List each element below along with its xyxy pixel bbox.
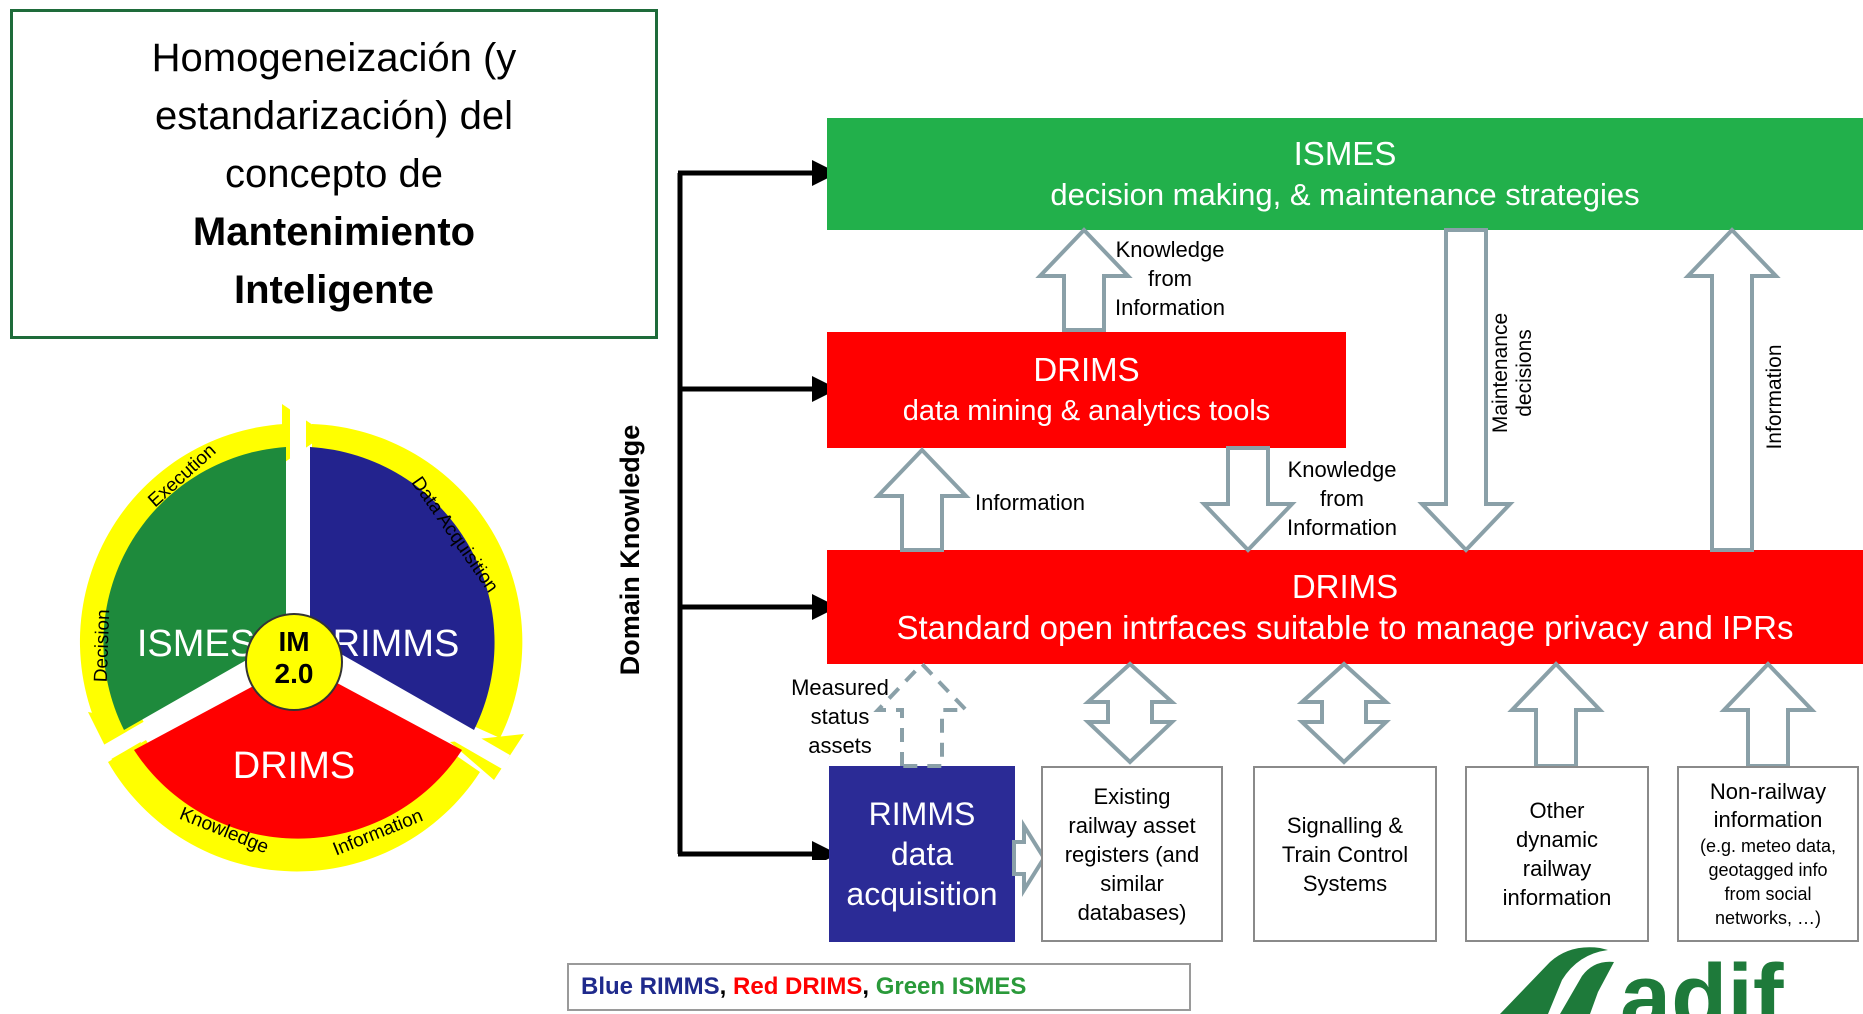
rimms-data-acquisition-box: RIMMS data acquisition <box>829 766 1015 942</box>
arrow-information-up <box>873 447 971 552</box>
ismes-band: ISMES decision making, & maintenance str… <box>827 118 1863 230</box>
segment-ismes <box>103 447 286 730</box>
title-line-1: Homogeneización (y <box>151 36 517 80</box>
label-information-right: Information <box>1763 344 1786 450</box>
title-bold-2: Inteligente <box>233 268 435 312</box>
drims-analytics-title: DRIMS <box>1033 351 1140 388</box>
segment-rimms <box>310 447 495 730</box>
drims-analytics-band: DRIMS data mining & analytics tools <box>827 332 1346 448</box>
rimms-box-line2: data <box>890 836 954 872</box>
arrow-signalling-double <box>1296 661 1392 765</box>
arrow-rimms-to-existing <box>1012 819 1047 897</box>
color-legend: Blue RIMMS, Red DRIMS, Green ISMES <box>567 963 1191 1011</box>
drims-standard-band: DRIMS Standard open intrfaces suitable t… <box>827 550 1863 664</box>
legend-sep-1: , <box>719 973 734 1000</box>
adif-logo-mark <box>1500 947 1608 1014</box>
rimms-box-line1: RIMMS <box>868 796 976 832</box>
center-label-line1: IM <box>278 626 309 657</box>
domain-knowledge-bracket <box>677 160 838 860</box>
title-line-2: estandarización) del <box>155 94 513 138</box>
legend-red: Red DRIMS <box>733 973 863 1000</box>
drims-standard-subtitle: Standard open intrfaces suitable to mana… <box>896 609 1794 646</box>
segment-drims <box>134 662 462 839</box>
legend-blue: Blue RIMMS <box>581 973 720 1000</box>
ring-label-decision: Decision <box>91 609 115 683</box>
title-box: Homogeneización (y estandarización) del … <box>10 9 658 339</box>
im-cycle-diagram: ISMES RIMMS DRIMS IM 2.0 Execution Data … <box>79 402 524 872</box>
ring-arc-bottom <box>108 740 480 872</box>
drims-analytics-subtitle: data mining & analytics tools <box>902 395 1271 427</box>
segment-label-rimms: RIMMS <box>333 623 460 665</box>
segment-label-drims: DRIMS <box>233 745 355 787</box>
arrow-other-up <box>1507 661 1605 768</box>
arrow-existing-double <box>1082 661 1178 765</box>
ring-arc-left <box>79 424 284 752</box>
arrow-knowledge-down <box>1199 446 1297 553</box>
center-circle <box>245 613 343 711</box>
rimms-box-line3: acquisition <box>846 876 998 912</box>
arrow-knowledge-to-ismes <box>1035 227 1133 332</box>
drims-standard-title: DRIMS <box>1291 568 1399 605</box>
center-label-line2: 2.0 <box>275 658 314 689</box>
adif-logo-text: adif <box>1620 946 1784 1014</box>
ismes-band-title: ISMES <box>1293 135 1397 172</box>
legend-sep-2: , <box>862 973 876 1000</box>
arrow-information-right-up <box>1683 227 1781 552</box>
label-information-left: Information <box>974 490 1086 515</box>
ismes-band-subtitle: decision making, & maintenance strategie… <box>1050 177 1640 212</box>
arrow-measured-dashed <box>873 661 971 768</box>
title-bold-1: Mantenimiento <box>192 210 476 254</box>
arrow-nonrailway-up <box>1719 661 1817 768</box>
ring-arc-right <box>312 424 523 738</box>
legend-green: Green ISMES <box>875 973 1027 1000</box>
segment-label-ismes: ISMES <box>137 623 255 665</box>
arrow-maintenance-down <box>1417 228 1515 553</box>
title-line-3: concepto de <box>225 152 443 196</box>
adif-logo: adif <box>1500 946 1784 1014</box>
